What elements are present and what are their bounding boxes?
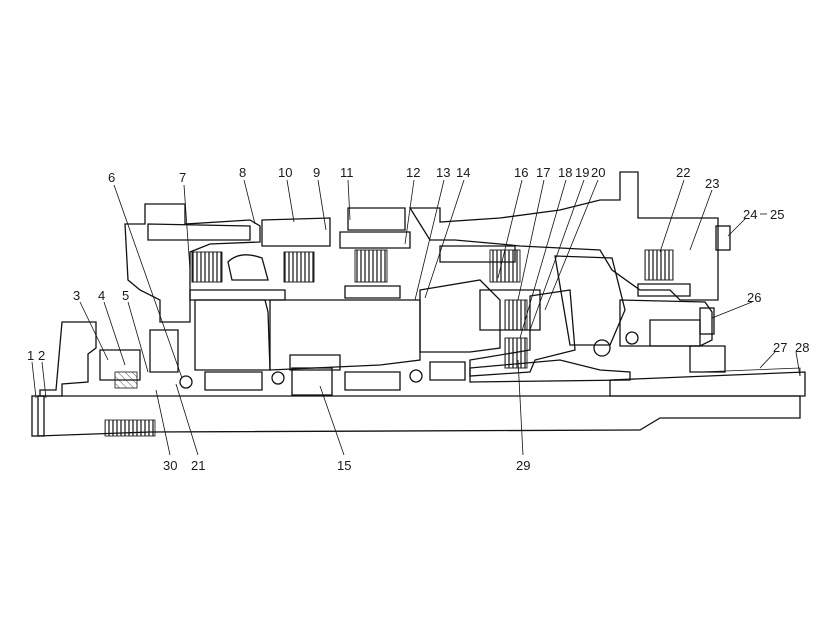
callout-22: 22 [676,165,690,180]
callout-14: 14 [456,165,470,180]
callout-12: 12 [406,165,420,180]
transfer-section [429,359,631,383]
callout-19: 19 [575,165,589,180]
callout-15: 15 [337,458,351,473]
callout-8: 8 [239,165,246,180]
callout-30: 30 [163,458,177,473]
callout-3: 3 [73,288,80,303]
left-housing [124,203,261,373]
callout-6: 6 [108,170,115,185]
callout-27: 27 [773,340,787,355]
callout-11: 11 [340,165,354,180]
callout-21: 21 [191,458,205,473]
callout-7: 7 [179,170,186,185]
callout-5: 5 [122,288,129,303]
callout-26: 26 [747,290,761,305]
leader-lines [31,179,801,456]
callout-17: 17 [536,165,550,180]
callout-28: 28 [795,340,809,355]
callout-1: 1 [27,348,34,363]
clutch-pack-2 [339,207,411,299]
clutch-pack-1 [189,217,331,371]
clutch-pack-4 [619,225,731,373]
callout-9: 9 [313,165,320,180]
clutch-pack-3 [469,255,639,377]
callout-18: 18 [558,165,572,180]
callout-25: 25 [770,207,784,222]
callout-4: 4 [98,288,105,303]
main-shaft [37,367,806,437]
input-flange [31,321,141,437]
callout-24: 24 [743,207,757,222]
callout-10: 10 [278,165,292,180]
callout-20: 20 [591,165,605,180]
callout-labels: 1 2 3 4 5 6 7 8 9 10 11 12 13 14 15 16 1… [27,165,809,473]
callout-23: 23 [705,176,719,191]
callout-13: 13 [436,165,450,180]
central-drum [179,299,423,396]
callout-29: 29 [516,458,530,473]
callout-16: 16 [514,165,528,180]
callout-2: 2 [38,348,45,363]
